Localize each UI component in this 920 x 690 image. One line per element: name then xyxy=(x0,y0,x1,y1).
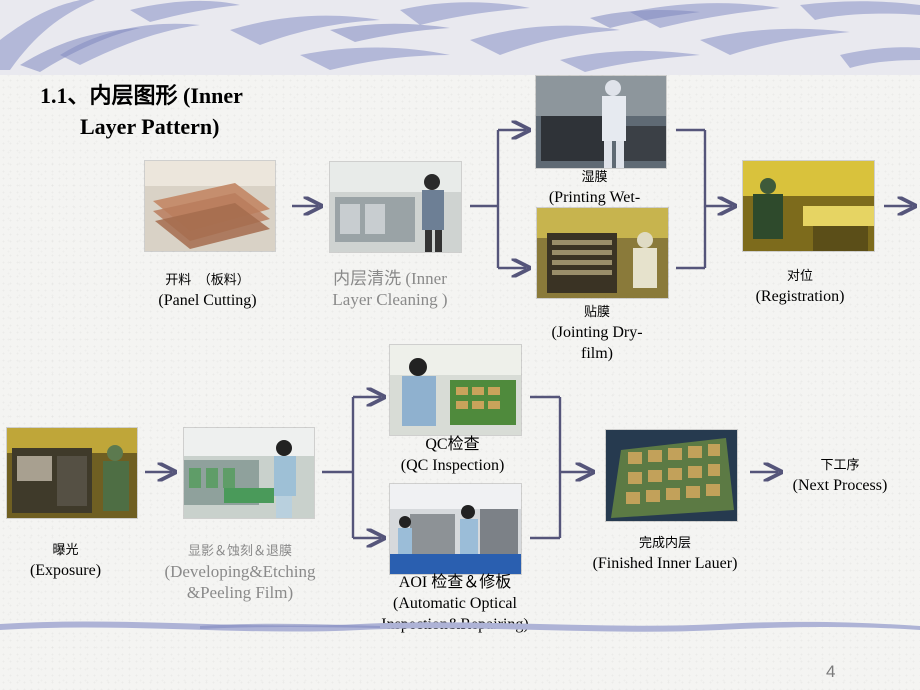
panel-cutting-photo xyxy=(145,161,275,251)
title-line-1: 1.1、内层图形 (Inner xyxy=(40,83,243,108)
caption-next-zh: 下工序 xyxy=(820,457,860,472)
caption-developing-zh: 显影＆蚀刻＆退膜 xyxy=(187,543,292,558)
aoi-inspection-photo xyxy=(390,484,521,574)
caption-jointing-dry-film: 贴膜 (Jointing Dry- film) xyxy=(532,302,662,364)
registration-photo xyxy=(743,161,874,251)
caption-jointing-dry-en1: (Jointing Dry- xyxy=(551,324,643,341)
finished-inner-layer-photo xyxy=(606,430,737,521)
jointing-dry-film-photo xyxy=(537,208,668,298)
caption-panel-cutting-en: (Panel Cutting) xyxy=(158,292,257,309)
caption-developing-en1: (Developing&Etching xyxy=(164,562,316,581)
caption-printing-wet-en: (Printing Wet- xyxy=(548,189,641,206)
caption-finished-zh: 完成内层 xyxy=(638,535,691,550)
caption-exposure-en: (Exposure) xyxy=(29,562,102,579)
caption-finished-inner-layer: 完成内层 (Finished Inner Lauer) xyxy=(580,533,750,574)
slide-title: 1.1、内层图形 (Inner Layer Pattern) xyxy=(40,80,243,142)
printing-wet-film-photo xyxy=(536,76,666,168)
caption-panel-cutting: 开料 （板料） (Panel Cutting) xyxy=(140,270,275,311)
caption-registration-en: (Registration) xyxy=(755,288,845,305)
caption-registration: 对位 (Registration) xyxy=(740,266,860,307)
caption-panel-cutting-zh: 开料 （板料） xyxy=(165,272,250,287)
caption-printing-wet: 湿膜 (Printing Wet- xyxy=(532,167,657,208)
exposure-photo xyxy=(7,428,137,518)
developing-etching-photo xyxy=(184,428,314,518)
caption-exposure-zh: 曝光 xyxy=(52,542,79,557)
caption-inner-layer-cleaning: 内层清洗 (Inner Layer Cleaning ) xyxy=(300,268,480,310)
title-line-2: Layer Pattern) xyxy=(80,114,220,139)
caption-next-process: 下工序 (Next Process) xyxy=(780,455,900,496)
page-number: 4 xyxy=(826,662,836,681)
caption-printing-wet-zh: 湿膜 xyxy=(581,169,608,184)
caption-finished-en: (Finished Inner Lauer) xyxy=(592,555,738,572)
caption-exposure: 曝光 (Exposure) xyxy=(8,540,123,581)
caption-qc-inspection: QC检查 (QC Inspection) xyxy=(385,434,520,476)
caption-jointing-dry-zh: 贴膜 xyxy=(583,304,610,319)
caption-aoi-zh: AOI 检查＆修板 xyxy=(398,574,512,591)
caption-next-en: (Next Process) xyxy=(792,477,888,494)
caption-qc-en: (QC Inspection) xyxy=(400,457,505,474)
caption-inner-cleaning-line2: Layer Cleaning ) xyxy=(332,290,448,309)
caption-inner-cleaning-line1: 内层清洗 (Inner xyxy=(333,269,447,288)
decorative-banner xyxy=(0,0,920,75)
decorative-bottom-wave xyxy=(0,621,920,632)
caption-aoi-en1: (Automatic Optical xyxy=(393,595,517,612)
caption-qc-zh: QC检查 xyxy=(425,436,480,453)
caption-developing-en2: &Peeling Film) xyxy=(186,583,294,602)
caption-registration-zh: 对位 xyxy=(786,268,813,283)
qc-inspection-photo xyxy=(390,345,521,435)
inner-layer-cleaning-photo xyxy=(330,162,461,252)
caption-jointing-dry-en2: film) xyxy=(581,345,613,362)
caption-developing-etching: 显影＆蚀刻＆退膜 (Developing&Etching &Peeling Fi… xyxy=(150,541,330,603)
